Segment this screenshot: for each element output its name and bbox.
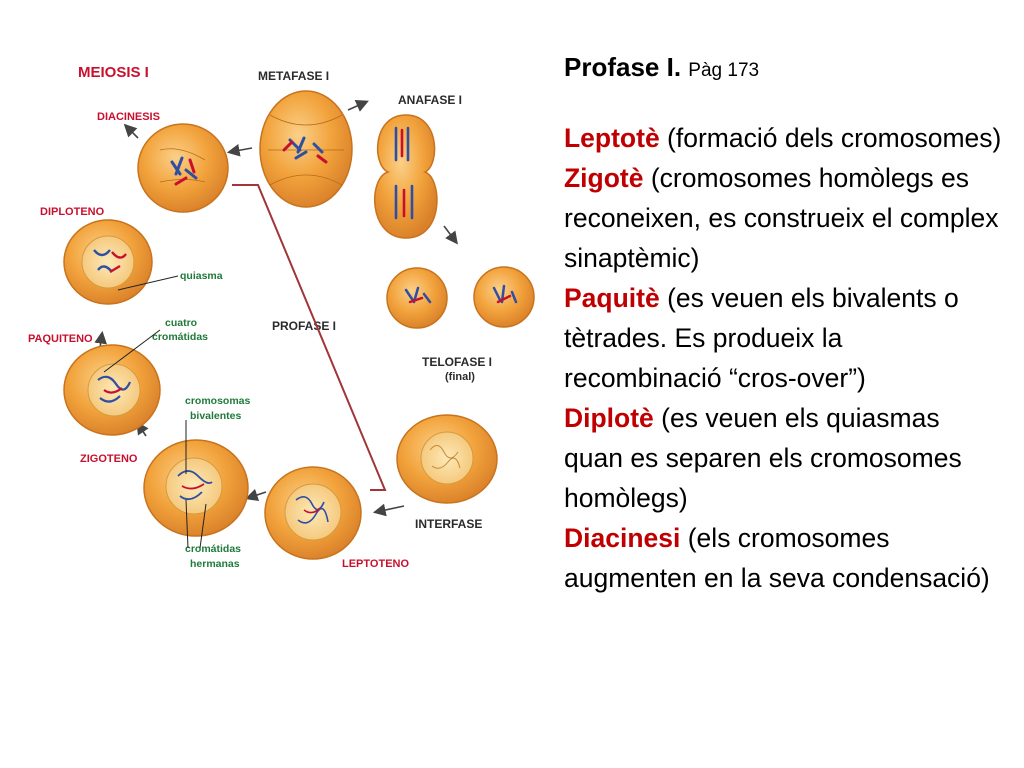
diagram-title: MEIOSIS I bbox=[78, 64, 149, 81]
term-diacinesi: Diacinesi bbox=[564, 523, 681, 553]
stage-list: Leptotè (formació dels cromosomes) Zigot… bbox=[564, 118, 1004, 598]
term-diplote: Diplotè bbox=[564, 403, 654, 433]
heading-title: Profase I. bbox=[564, 52, 682, 82]
cell-telofase-left bbox=[386, 267, 448, 329]
cell-zigoteno bbox=[143, 439, 249, 537]
slide-heading: Profase I. Pàg 173 bbox=[564, 50, 1004, 88]
label-interfase: INTERFASE bbox=[415, 517, 482, 531]
cell-paquiteno bbox=[63, 344, 161, 436]
label-telofase-final: (final) bbox=[445, 371, 475, 383]
cell-telofase-right bbox=[473, 266, 535, 328]
cell-diploteno bbox=[63, 219, 153, 305]
label-paquiteno: PAQUITENO bbox=[28, 333, 93, 345]
page-reference: Pàg 173 bbox=[688, 60, 760, 81]
label-diploteno: DIPLOTENO bbox=[40, 206, 105, 218]
term-leptote: Leptotè bbox=[564, 123, 660, 153]
desc-diplote: (es veuen els quiasmas quan es separen e… bbox=[564, 403, 962, 513]
meiosis-diagram: MEIOSIS I METAFASE I ANAFASE I DIACINESI… bbox=[28, 64, 535, 570]
stage-item-diplote: Diplotè (es veuen els quiasmas quan es s… bbox=[564, 398, 1004, 518]
stage-item-leptote: Leptotè (formació dels cromosomes) bbox=[564, 118, 1004, 158]
profase-bracket bbox=[232, 184, 387, 491]
desc-leptote: (formació dels cromosomes) bbox=[659, 123, 1002, 153]
cycle-arrows bbox=[94, 100, 458, 517]
label-cromosomas: cromosomas bbox=[185, 395, 251, 407]
stage-item-paquite: Paquitè (es veuen els bivalents o tètrad… bbox=[564, 278, 1004, 398]
label-cuatro: cuatro bbox=[165, 317, 197, 329]
label-profase: PROFASE I bbox=[272, 319, 336, 333]
label-leptoteno: LEPTOTENO bbox=[342, 558, 409, 570]
desc-paquite: (es veuen els bivalents o tètrades. Es p… bbox=[564, 283, 959, 393]
label-anafase: ANAFASE I bbox=[398, 93, 462, 107]
label-cuatro-cromatidas: cromátidas bbox=[152, 331, 208, 343]
label-quiasma: quiasma bbox=[180, 270, 223, 282]
label-hermanas: hermanas bbox=[190, 558, 240, 570]
stage-item-zigote: Zigotè (cromosomes homòlegs es reconeixe… bbox=[564, 158, 1004, 278]
text-panel: Profase I. Pàg 173 Leptotè (formació del… bbox=[564, 50, 1004, 598]
term-paquite: Paquitè bbox=[564, 283, 660, 313]
stage-item-diacinesi: Diacinesi (els cromosomes augmenten en l… bbox=[564, 518, 1004, 598]
label-telofase: TELOFASE I bbox=[422, 355, 492, 369]
cell-diacinesis bbox=[137, 123, 229, 213]
cell-leptoteno bbox=[264, 466, 362, 560]
cell-metafase bbox=[259, 90, 353, 208]
label-bivalentes: bivalentes bbox=[190, 410, 242, 422]
label-zigoteno: ZIGOTENO bbox=[80, 453, 138, 465]
label-metafase: METAFASE I bbox=[258, 69, 329, 83]
desc-diacinesi: (els cromosomes augmenten en la seva con… bbox=[564, 523, 990, 593]
desc-zigote: (cromosomes homòlegs es reconeixen, es c… bbox=[564, 163, 999, 273]
cell-anafase bbox=[374, 114, 438, 239]
term-zigote: Zigotè bbox=[564, 163, 644, 193]
label-diacinesis: DIACINESIS bbox=[97, 111, 160, 123]
cell-interfase bbox=[396, 414, 498, 504]
label-cromatidas-hermanas: cromátidas bbox=[185, 543, 241, 555]
leader-lines bbox=[103, 275, 207, 549]
